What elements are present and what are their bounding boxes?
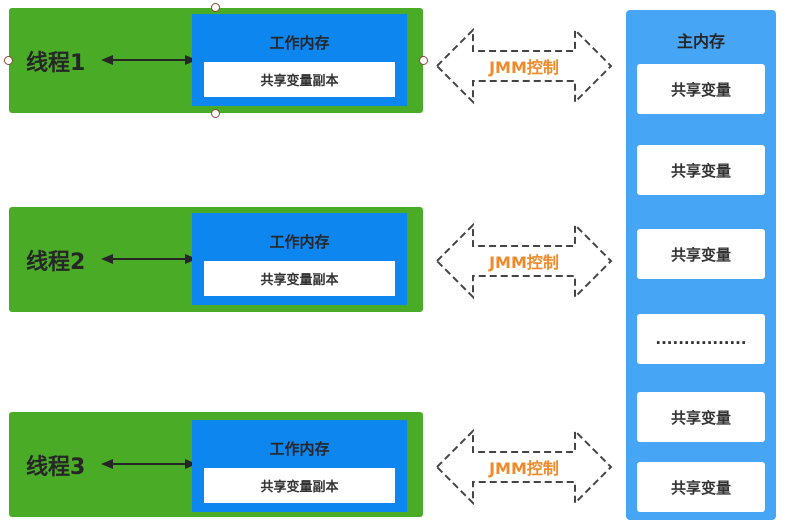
shared-variable: 共享变量	[637, 229, 765, 279]
jmm-control-arrow: JMM控制	[435, 428, 613, 506]
jmm-label: JMM控制	[489, 253, 559, 272]
work-memory-title: 工作内存	[269, 233, 330, 251]
shared-variable-copy: 共享变量副本	[204, 468, 395, 503]
resize-handle-bottom[interactable]	[211, 109, 220, 118]
work-memory-box: 工作内存 共享变量副本	[192, 14, 407, 106]
thread-label: 线程2	[26, 249, 86, 275]
resize-handle-left[interactable]	[4, 56, 13, 65]
double-arrow-icon	[101, 459, 197, 469]
main-memory-box: 主内存 共享变量 共享变量 共享变量 ................ 共享变量…	[626, 10, 776, 520]
work-memory-box: 工作内存 共享变量副本	[192, 420, 407, 512]
main-memory-title: 主内存	[676, 32, 725, 51]
thread-label: 线程3	[26, 454, 86, 480]
thread-label: 线程1	[26, 50, 86, 76]
work-memory-title: 工作内存	[269, 440, 330, 458]
jmm-label: JMM控制	[489, 459, 559, 478]
jmm-control-arrow: JMM控制	[435, 222, 613, 300]
resize-handle-right[interactable]	[419, 56, 428, 65]
dashed-double-arrow-icon	[435, 222, 613, 300]
thread-3-box[interactable]: 线程3 工作内存 共享变量副本	[9, 412, 423, 517]
shared-variable-copy: 共享变量副本	[204, 62, 395, 97]
thread-2-box[interactable]: 线程2 工作内存 共享变量副本	[9, 207, 423, 312]
work-memory-title: 工作内存	[269, 34, 330, 52]
shared-variable: 共享变量	[637, 392, 765, 442]
double-arrow-icon	[101, 55, 197, 65]
work-memory-box: 工作内存 共享变量副本	[192, 213, 407, 305]
ellipsis-item: ................	[637, 314, 765, 364]
double-arrow-icon	[101, 254, 197, 264]
shared-variable-copy: 共享变量副本	[204, 261, 395, 296]
dashed-double-arrow-icon	[435, 428, 613, 506]
jmm-control-arrow: JMM控制	[435, 27, 613, 105]
shared-variable: 共享变量	[637, 462, 765, 512]
shared-variable: 共享变量	[637, 64, 765, 114]
shared-variable: 共享变量	[637, 145, 765, 195]
dashed-double-arrow-icon	[435, 27, 613, 105]
thread-1-box[interactable]: 线程1 工作内存 共享变量副本	[4, 3, 428, 118]
resize-handle-top[interactable]	[211, 3, 220, 12]
jmm-label: JMM控制	[489, 58, 559, 77]
